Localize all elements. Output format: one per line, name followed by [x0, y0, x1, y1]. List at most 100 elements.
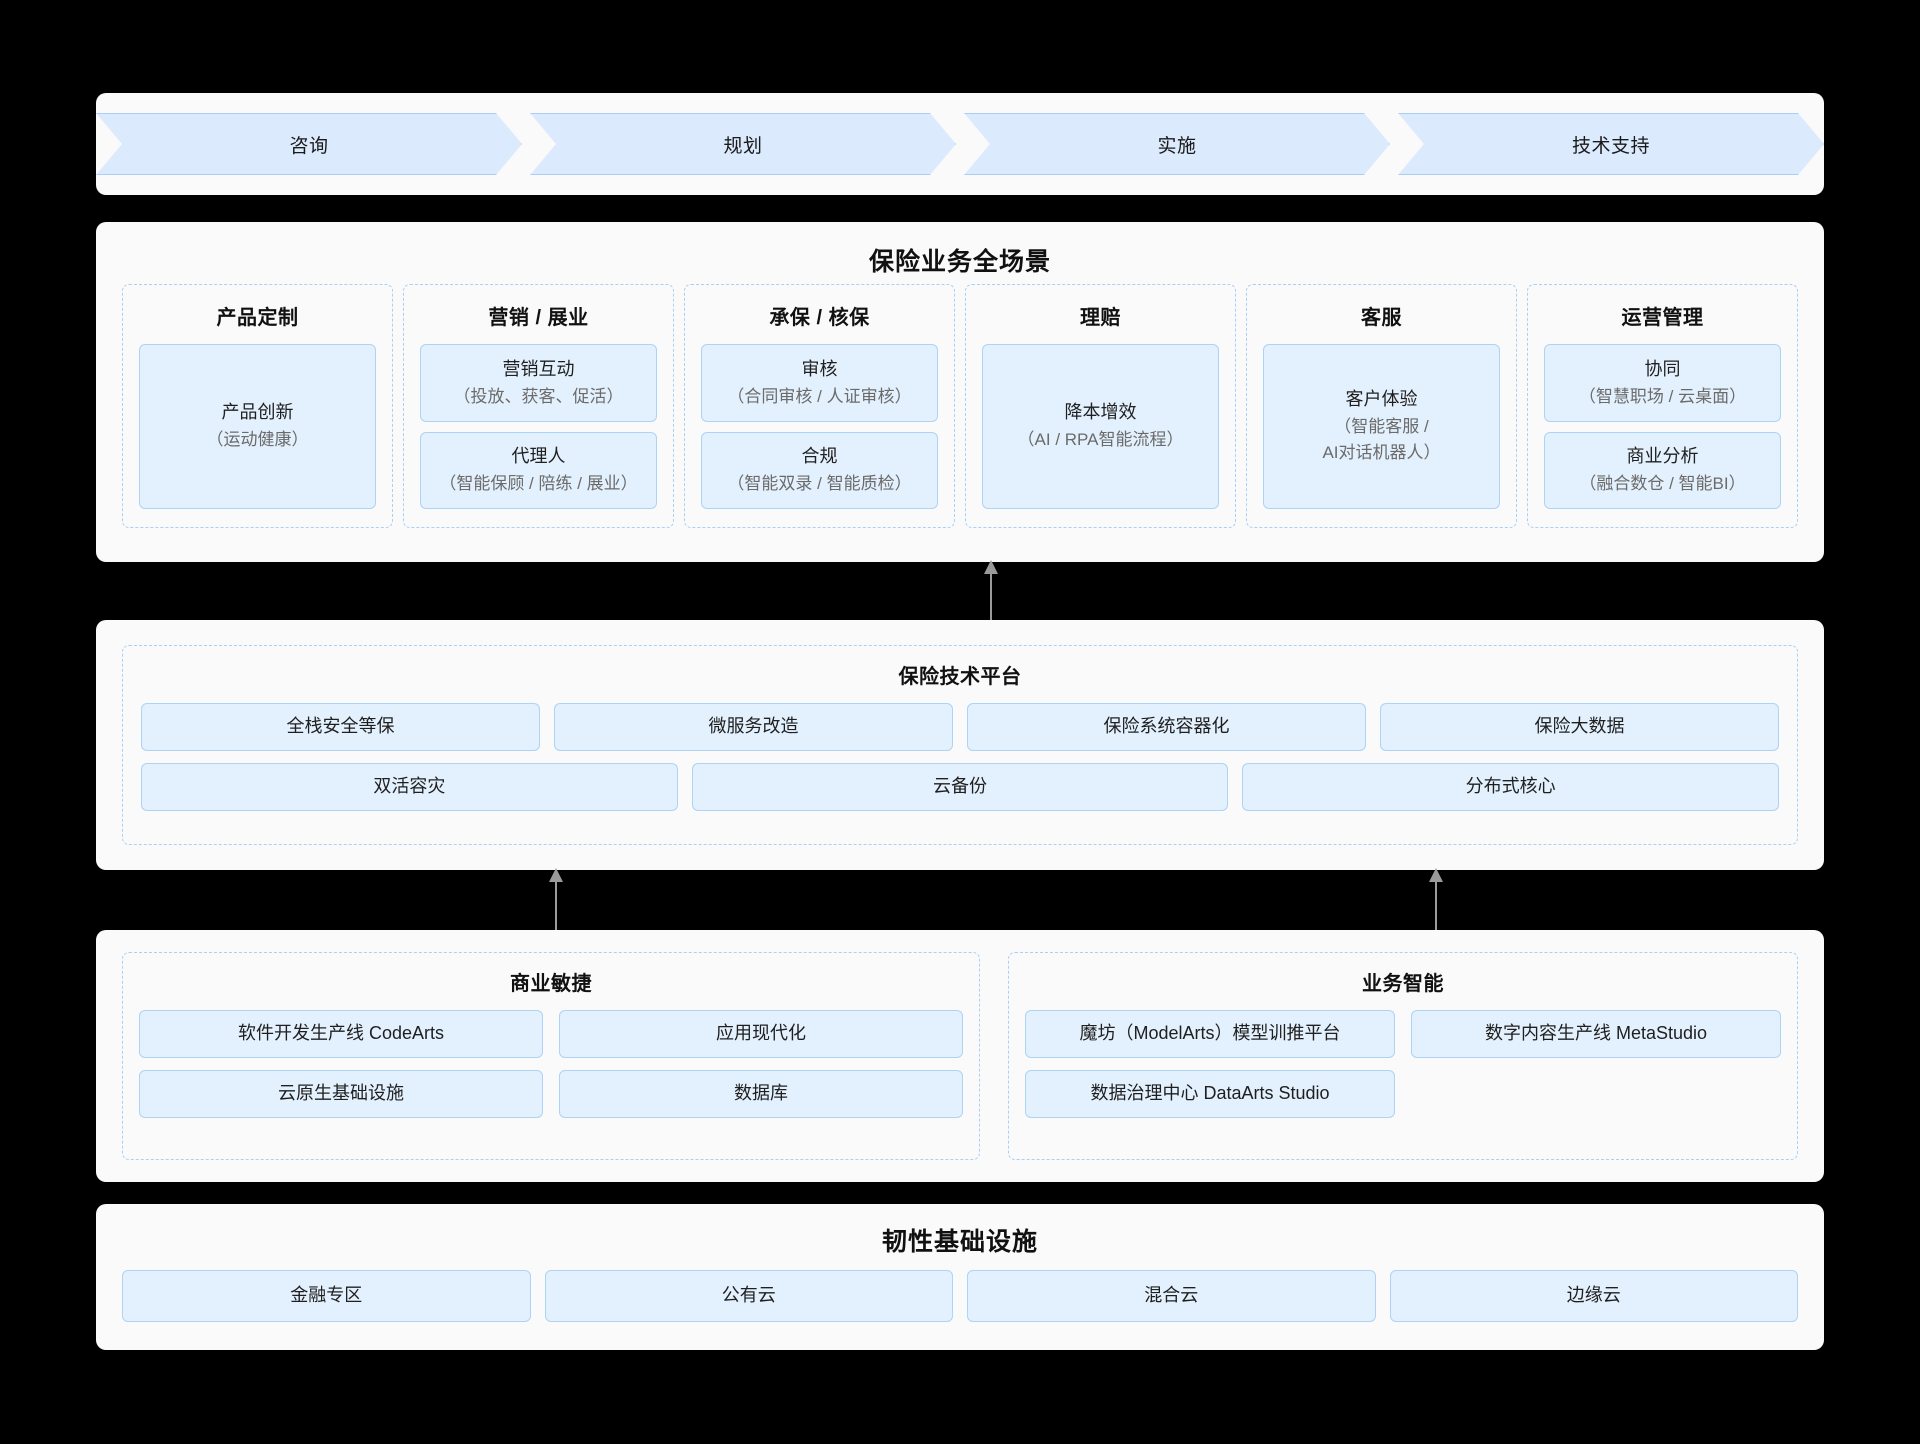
enablement-group-business-agility[interactable]: 商业敏捷 软件开发生产线 CodeArts 应用现代化 云原生基础设施 数据库	[122, 952, 980, 1160]
infrastructure-item[interactable]: 混合云	[967, 1270, 1376, 1322]
tech-item[interactable]: 全栈安全等保	[141, 703, 540, 751]
enablement-panel: 商业敏捷 软件开发生产线 CodeArts 应用现代化 云原生基础设施 数据库 …	[96, 930, 1824, 1182]
scenario-item[interactable]: 降本增效 （AI / RPA智能流程）	[982, 344, 1219, 509]
scenario-item-label: 降本增效	[1064, 402, 1137, 423]
scenario-item-sublabel: （智能双录 / 智能质检）	[727, 474, 912, 494]
scenario-item[interactable]: 代理人 （智能保顾 / 陪练 / 展业）	[420, 431, 657, 509]
scenario-item-label: 产品创新	[221, 402, 294, 423]
enablement-columns: 商业敏捷 软件开发生产线 CodeArts 应用现代化 云原生基础设施 数据库 …	[122, 952, 1798, 1160]
scenario-item-list: 客户体验 （智能客服 / AI对话机器人）	[1263, 344, 1500, 509]
infrastructure-item-label: 金融专区	[290, 1285, 363, 1306]
tech-item[interactable]: 分布式核心	[1242, 763, 1780, 811]
intelligence-item[interactable]: 数据治理中心 DataArts Studio	[1025, 1070, 1395, 1118]
technology-row-2: 双活容灾 云备份 分布式核心	[141, 763, 1780, 811]
scenario-item[interactable]: 客户体验 （智能客服 / AI对话机器人）	[1263, 344, 1500, 509]
scenario-item-sublabel-2: AI对话机器人）	[1322, 443, 1441, 463]
scenario-item-label: 协同	[1644, 358, 1681, 379]
scenario-group-underwriting[interactable]: 承保 / 核保 审核 （合同审核 / 人证审核） 合规 （智能双录 / 智能质检…	[684, 284, 955, 528]
technology-platform-panel: 保险技术平台 全栈安全等保 微服务改造 保险系统容器化 保险大数据 双活容灾 云…	[96, 620, 1824, 870]
process-step-implement[interactable]: 实施	[964, 113, 1390, 175]
intelligence-item[interactable]: 数字内容生产线 MetaStudio	[1411, 1010, 1781, 1058]
intelligence-item-grid: 魔坊（ModelArts）模型训推平台 数字内容生产线 MetaStudio 数…	[1025, 1010, 1781, 1118]
infrastructure-item[interactable]: 边缘云	[1389, 1270, 1798, 1322]
scenario-item-label: 合规	[801, 446, 838, 467]
agility-item[interactable]: 软件开发生产线 CodeArts	[139, 1010, 543, 1058]
process-step-plan[interactable]: 规划	[530, 113, 956, 175]
tech-item-label: 云备份	[933, 776, 987, 797]
process-chevron-band: 咨询 规划 实施 技术支持	[96, 113, 1824, 175]
scenario-group-customer-service[interactable]: 客服 客户体验 （智能客服 / AI对话机器人）	[1246, 284, 1517, 528]
scenario-item-list: 审核 （合同审核 / 人证审核） 合规 （智能双录 / 智能质检）	[701, 344, 938, 509]
scenario-item-sublabel: （合同审核 / 人证审核）	[727, 386, 912, 406]
scenario-group-title: 产品定制	[216, 307, 299, 329]
agility-item-label: 云原生基础设施	[278, 1083, 404, 1104]
enablement-group-title: 商业敏捷	[510, 973, 592, 995]
tech-item-label: 保险系统容器化	[1103, 716, 1230, 737]
page-title: 保险业务全场景	[868, 248, 1051, 276]
infrastructure-title: 韧性基础设施	[881, 1228, 1038, 1256]
scenario-item-label: 商业分析	[1626, 446, 1699, 467]
tech-item[interactable]: 保险大数据	[1380, 703, 1779, 751]
process-step-consult[interactable]: 咨询	[96, 113, 522, 175]
tech-item[interactable]: 保险系统容器化	[967, 703, 1366, 751]
infrastructure-item[interactable]: 公有云	[544, 1270, 953, 1322]
scenario-item-sublabel: （智慧职场 / 云桌面）	[1578, 386, 1747, 406]
scenario-group-title: 承保 / 核保	[769, 307, 870, 329]
scenario-item-list: 降本增效 （AI / RPA智能流程）	[982, 344, 1219, 509]
arrow-intelligence-to-tech	[1429, 868, 1443, 932]
scenario-group-product-customization[interactable]: 产品定制 产品创新 （运动健康）	[122, 284, 393, 528]
scenario-group-claims[interactable]: 理赔 降本增效 （AI / RPA智能流程）	[965, 284, 1236, 528]
scenario-item-label: 客户体验	[1345, 389, 1418, 410]
scenario-item-list: 产品创新 （运动健康）	[139, 344, 376, 509]
infrastructure-item-label: 边缘云	[1566, 1285, 1621, 1306]
scenario-item-list: 营销互动 （投放、获客、促活） 代理人 （智能保顾 / 陪练 / 展业）	[420, 344, 657, 509]
scenario-item[interactable]: 产品创新 （运动健康）	[139, 344, 376, 509]
infrastructure-item-label: 混合云	[1144, 1285, 1199, 1306]
tech-item-label: 微服务改造	[708, 716, 799, 737]
scenario-group-operations[interactable]: 运营管理 协同 （智慧职场 / 云桌面） 商业分析 （融合数仓 / 智能BI）	[1527, 284, 1798, 528]
technology-platform-title: 保险技术平台	[898, 666, 1022, 688]
arrow-tech-to-business	[984, 560, 998, 624]
infrastructure-item[interactable]: 金融专区	[122, 1270, 531, 1322]
enablement-group-business-intelligence[interactable]: 业务智能 魔坊（ModelArts）模型训推平台 数字内容生产线 MetaStu…	[1008, 952, 1798, 1160]
scenario-item-sublabel: （智能保顾 / 陪练 / 展业）	[439, 474, 638, 494]
tech-item-label: 双活容灾	[373, 776, 446, 797]
technology-platform-group[interactable]: 保险技术平台 全栈安全等保 微服务改造 保险系统容器化 保险大数据 双活容灾 云…	[122, 645, 1798, 845]
scenario-item[interactable]: 商业分析 （融合数仓 / 智能BI）	[1544, 431, 1781, 509]
agility-item[interactable]: 云原生基础设施	[139, 1070, 543, 1118]
scenario-group-marketing[interactable]: 营销 / 展业 营销互动 （投放、获客、促活） 代理人 （智能保顾 / 陪练 /…	[403, 284, 674, 528]
agility-item-grid: 软件开发生产线 CodeArts 应用现代化 云原生基础设施 数据库	[139, 1010, 963, 1118]
scenario-item[interactable]: 营销互动 （投放、获客、促活）	[420, 344, 657, 422]
intelligence-item[interactable]: 魔坊（ModelArts）模型训推平台	[1025, 1010, 1395, 1058]
tech-item-label: 全栈安全等保	[286, 716, 395, 737]
agility-item-label: 数据库	[734, 1083, 788, 1104]
intelligence-item-label: 魔坊（ModelArts）模型训推平台	[1079, 1023, 1341, 1044]
tech-item[interactable]: 双活容灾	[141, 763, 678, 811]
arrow-agility-to-tech	[549, 868, 563, 932]
process-step-support[interactable]: 技术支持	[1398, 113, 1824, 175]
scenario-item-label: 审核	[801, 358, 838, 379]
infrastructure-item-label: 公有云	[721, 1285, 776, 1306]
process-step-label: 技术支持	[1571, 135, 1650, 157]
agility-item[interactable]: 应用现代化	[559, 1010, 963, 1058]
business-scenarios-panel: 保险业务全场景 产品定制 产品创新 （运动健康） 营销 / 展业 营销互动	[96, 222, 1824, 562]
scenario-item[interactable]: 协同 （智慧职场 / 云桌面）	[1544, 344, 1781, 422]
scenario-item[interactable]: 合规 （智能双录 / 智能质检）	[701, 431, 938, 509]
agility-item[interactable]: 数据库	[559, 1070, 963, 1118]
tech-item[interactable]: 云备份	[691, 763, 1229, 811]
scenario-group-title: 客服	[1361, 307, 1402, 329]
tech-item-label: 分布式核心	[1465, 776, 1556, 797]
scenario-item-sublabel: （智能客服 /	[1334, 417, 1429, 437]
tech-item[interactable]: 微服务改造	[554, 703, 953, 751]
scenario-item-sublabel: （运动健康）	[206, 430, 309, 450]
scenario-item-label: 营销互动	[502, 358, 575, 379]
process-step-label: 咨询	[289, 135, 329, 157]
infrastructure-panel: 韧性基础设施 金融专区 公有云 混合云 边缘云	[96, 1204, 1824, 1350]
process-step-label: 实施	[1157, 135, 1197, 157]
scenario-item[interactable]: 审核 （合同审核 / 人证审核）	[701, 344, 938, 422]
enablement-group-title: 业务智能	[1362, 973, 1444, 995]
infrastructure-item-row: 金融专区 公有云 混合云 边缘云	[122, 1270, 1798, 1322]
scenario-item-sublabel: （投放、获客、促活）	[453, 386, 624, 406]
intelligence-item-label: 数据治理中心 DataArts Studio	[1090, 1083, 1330, 1104]
agility-item-label: 应用现代化	[716, 1023, 806, 1044]
